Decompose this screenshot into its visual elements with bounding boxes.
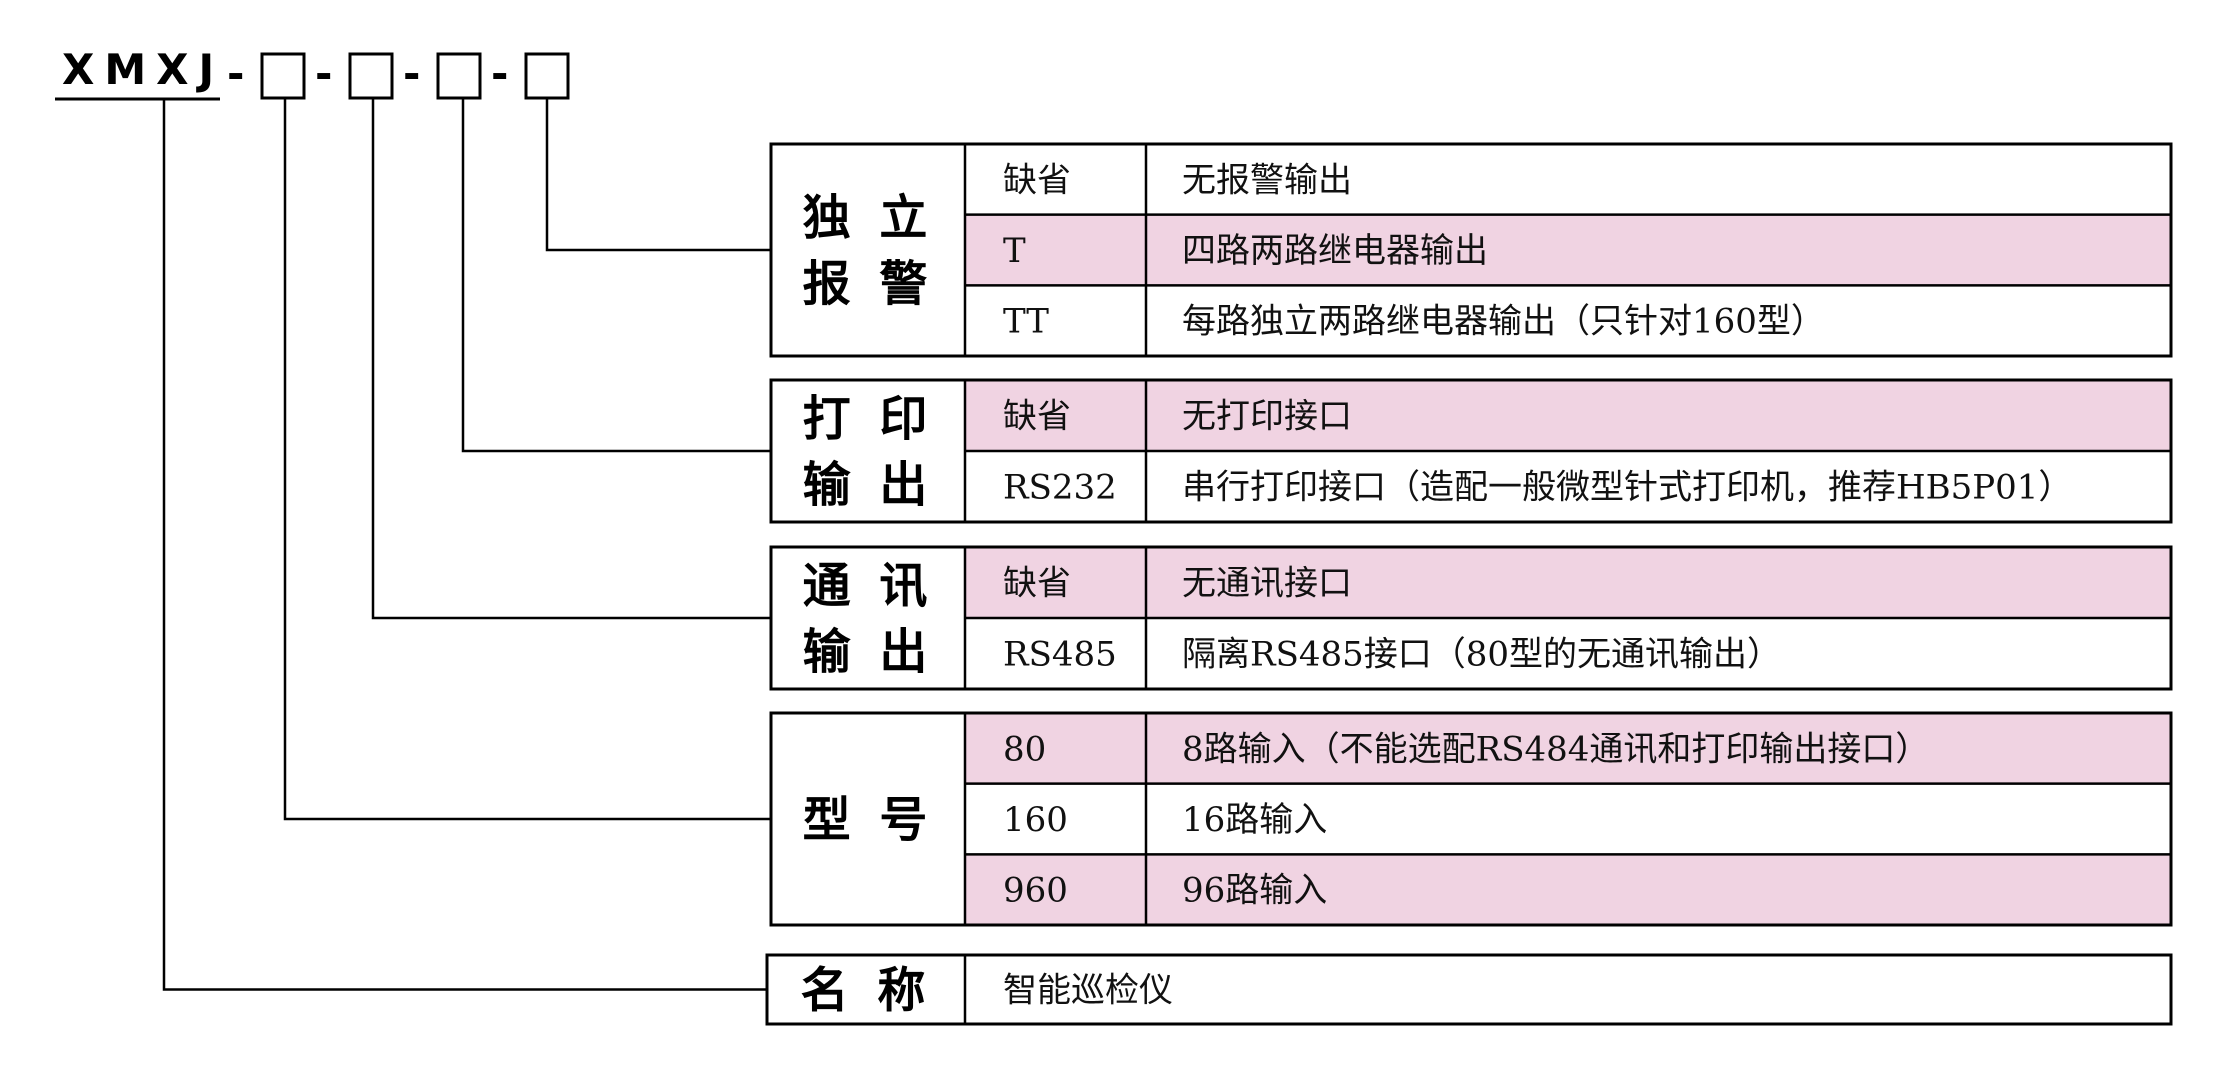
table-row-highlight (965, 713, 2171, 784)
table-code-cell: T (1003, 231, 1026, 271)
connector-line-print (461, 98, 771, 453)
table-description-cell: 无打印接口 (1182, 397, 1352, 437)
table-code-cell: 缺省 (1003, 397, 1071, 437)
model-code-slot-3 (436, 52, 482, 100)
table-code-cell: 160 (1003, 800, 1068, 840)
table-comm: 通 讯输 出 缺省 无通讯接口 RS485 隔离RS485接口（80型的无通讯输出） (769, 545, 2173, 691)
table-alarm: 独 立报 警 缺省 无报警输出 T 四路两路继电器输出 TT 每路独立两路继电器输出（只针对… (769, 142, 2173, 358)
table-description-cell: 每路独立两路继电器输出（只针对160型） (1182, 302, 1825, 342)
table-category-label: 打 印 (803, 391, 934, 447)
connector-line-alarm (545, 98, 771, 252)
model-code-slot-1 (260, 52, 306, 100)
table-row-highlight (965, 214, 2171, 286)
table-description-cell: 8路输入（不能选配RS484通讯和打印输出接口） (1182, 729, 1929, 769)
table-description-cell: 无报警输出 (1182, 160, 1352, 200)
model-code-separator: - (491, 49, 508, 98)
table-category-label: 名 称 (801, 963, 932, 1019)
table-category-label: 报 警 (803, 256, 934, 312)
table-code-cell: 960 (1003, 871, 1068, 911)
table-frame (769, 142, 2173, 358)
table-frame (765, 953, 2173, 1026)
model-code-separator: - (315, 49, 332, 98)
table-description-cell: 无通讯接口 (1182, 564, 1352, 604)
table-frame (769, 711, 2173, 927)
table-code-cell: 缺省 (1003, 564, 1071, 604)
table-value: 智能巡检仪 (1003, 971, 1173, 1011)
table-category-label: 独 立 (803, 190, 934, 246)
connector-line-comm (371, 98, 771, 620)
table-row-highlight (965, 547, 2171, 618)
model-code-separator: - (403, 49, 420, 98)
connector-lines (162, 98, 771, 991)
model-code-slot-4 (524, 52, 570, 100)
table-description-cell: 四路两路继电器输出 (1182, 231, 1488, 271)
table-code-cell: 80 (1003, 729, 1046, 769)
table-name: 名 称 智能巡检仪 (765, 953, 2173, 1026)
table-code-cell: RS485 (1003, 635, 1117, 675)
table-print: 打 印输 出 缺省 无打印接口 RS232 串行打印接口（造配一般微型针式打印机，推荐H… (769, 378, 2173, 524)
table-code-cell: RS232 (1003, 468, 1117, 508)
table-category-label: 型 号 (803, 792, 934, 848)
model-code-slot-2 (348, 52, 394, 100)
table-description-cell: 隔离RS485接口（80型的无通讯输出） (1182, 635, 1781, 675)
connector-line-name (162, 99, 767, 991)
table-code-cell: TT (1003, 302, 1049, 342)
connector-line-model (283, 98, 771, 821)
model-code: XMXJ---- (55, 45, 570, 101)
table-description-cell: 16路输入 (1182, 800, 1327, 840)
table-code-cell: 缺省 (1003, 160, 1071, 200)
table-row-highlight (965, 854, 2171, 925)
model-code-separator: - (227, 49, 244, 98)
table-description-cell: 串行打印接口（造配一般微型针式打印机，推荐HB5P01） (1182, 468, 2072, 508)
table-category-label: 输 出 (803, 624, 934, 680)
table-category-label: 通 讯 (803, 558, 934, 614)
model-code-prefix: XMXJ (62, 45, 224, 94)
table-category-label: 输 出 (803, 457, 934, 513)
table-description-cell: 96路输入 (1182, 871, 1327, 911)
table-row-highlight (965, 380, 2171, 451)
table-model: 型 号 80 8路输入（不能选配RS484通讯和打印输出接口） 160 16路输入 960… (769, 711, 2173, 927)
